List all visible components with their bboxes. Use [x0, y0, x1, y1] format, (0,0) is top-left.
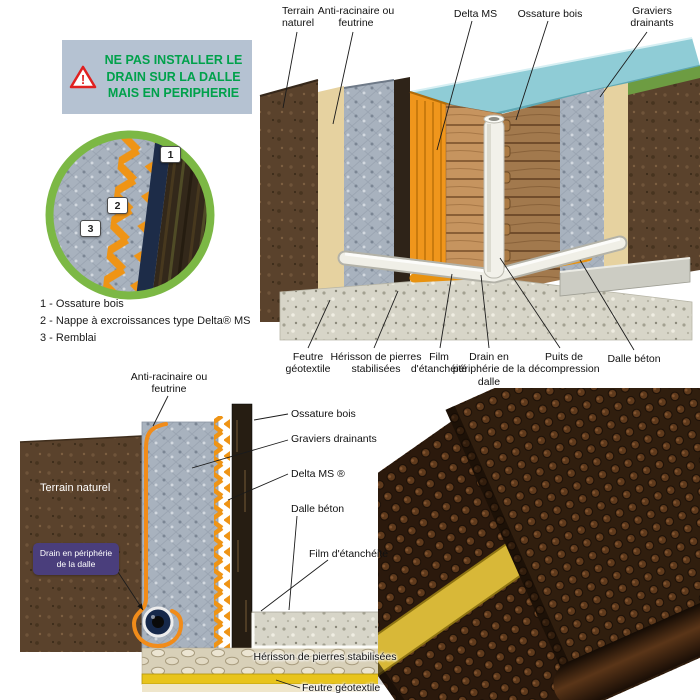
grass-strip: [628, 66, 700, 95]
gravel-left: [344, 80, 394, 316]
detail-air-gap: [134, 137, 174, 293]
legend-item-2: 2 - Nappe à excroissances type Delta® MS: [40, 315, 251, 327]
membrane-photo: [378, 388, 700, 700]
label-xsec-herisson: Hérisson de pierres stabilisées: [253, 651, 397, 663]
label-xsec-dalle: Dalle béton: [291, 503, 345, 515]
detail-circle: [45, 130, 215, 300]
membrane-roll-edge: [553, 545, 700, 700]
label-drain-peripherie: Drain en périphérie de la dalle: [452, 351, 526, 388]
membrane-sheet-over: [445, 388, 700, 700]
drain-arrow: [113, 565, 144, 611]
delta-ms-zigzag: [214, 416, 230, 652]
sub-layer: [142, 684, 454, 692]
label-xsec-terrain-naturel: Terrain naturel: [40, 482, 111, 494]
label-puits-decompression: Puits de décompression: [528, 351, 600, 376]
slab-top: [410, 38, 700, 116]
label-herisson: Hérisson de pierres stabilisées: [330, 351, 422, 376]
label-xsec-delta-ms: Delta MS ®: [291, 468, 345, 480]
legend-item-1: 1 - Ossature bois: [40, 298, 124, 310]
legend: 1 - Ossature bois 2 - Nappe à excroissan…: [40, 298, 250, 349]
label-dalle-beton: Dalle béton: [607, 353, 661, 365]
warning-text: NE PAS INSTALLER LE DRAIN SUR LA DALLE M…: [104, 52, 243, 101]
detail-marker-1: 1: [160, 146, 181, 163]
label-anti-racinaire: Anti-racinaire ou feutrine: [317, 5, 395, 30]
label-xsec-graviers: Graviers drainants: [291, 433, 377, 445]
wood-wall-right: [502, 99, 560, 292]
decompression-well-pipe: [483, 114, 505, 279]
label-xsec-anti-racinaire: Anti-racinaire ou feutrine: [130, 371, 208, 396]
warning-box: ! NE PAS INSTALLER LE DRAIN SUR LA DALLE…: [62, 40, 252, 114]
wood-frame-strip: [231, 403, 253, 653]
leader-lines: [113, 20, 648, 689]
felt-left: [318, 86, 344, 320]
label-feutre-geotextile: Feutre géotextile: [285, 351, 331, 376]
detail-marker-3: 3: [80, 220, 101, 237]
trench-gap: [394, 77, 410, 312]
label-film-etancheite: Film d'étanchéité: [410, 351, 468, 376]
anti-root-liner-line: [131, 422, 184, 649]
detail-marker-2: 2: [107, 197, 128, 214]
svg-text:!: !: [81, 72, 85, 87]
soil-right: [628, 76, 700, 282]
label-xsec-film: Film d'étanchéité: [309, 548, 389, 560]
label-xsec-feutre: Feutre géotextile: [302, 682, 381, 694]
detail-membrane-zigzag: [100, 137, 158, 293]
iso-diagram: [259, 37, 700, 341]
legend-item-3: 3 - Remblai: [40, 332, 97, 344]
label-ossature-bois: Ossature bois: [517, 8, 583, 20]
felt-right: [604, 83, 628, 288]
delta-ms-panel: [409, 91, 451, 274]
warning-triangle-icon: !: [69, 65, 97, 89]
dalle-beton-edge: [559, 257, 691, 297]
soil-left: [260, 80, 318, 322]
label-xsec-drain-box: Drain en périphérie de la dalle: [33, 543, 119, 576]
label-terrain-naturel: Terrain naturel: [281, 5, 315, 30]
drain-pipe-section: [142, 606, 174, 638]
label-graviers-drainants: Graviers drainants: [630, 5, 674, 30]
detail-circle-ring: [45, 130, 215, 300]
gravel-right: [560, 88, 604, 288]
label-xsec-ossature: Ossature bois: [291, 408, 356, 420]
label-delta-ms: Delta MS: [453, 8, 498, 20]
